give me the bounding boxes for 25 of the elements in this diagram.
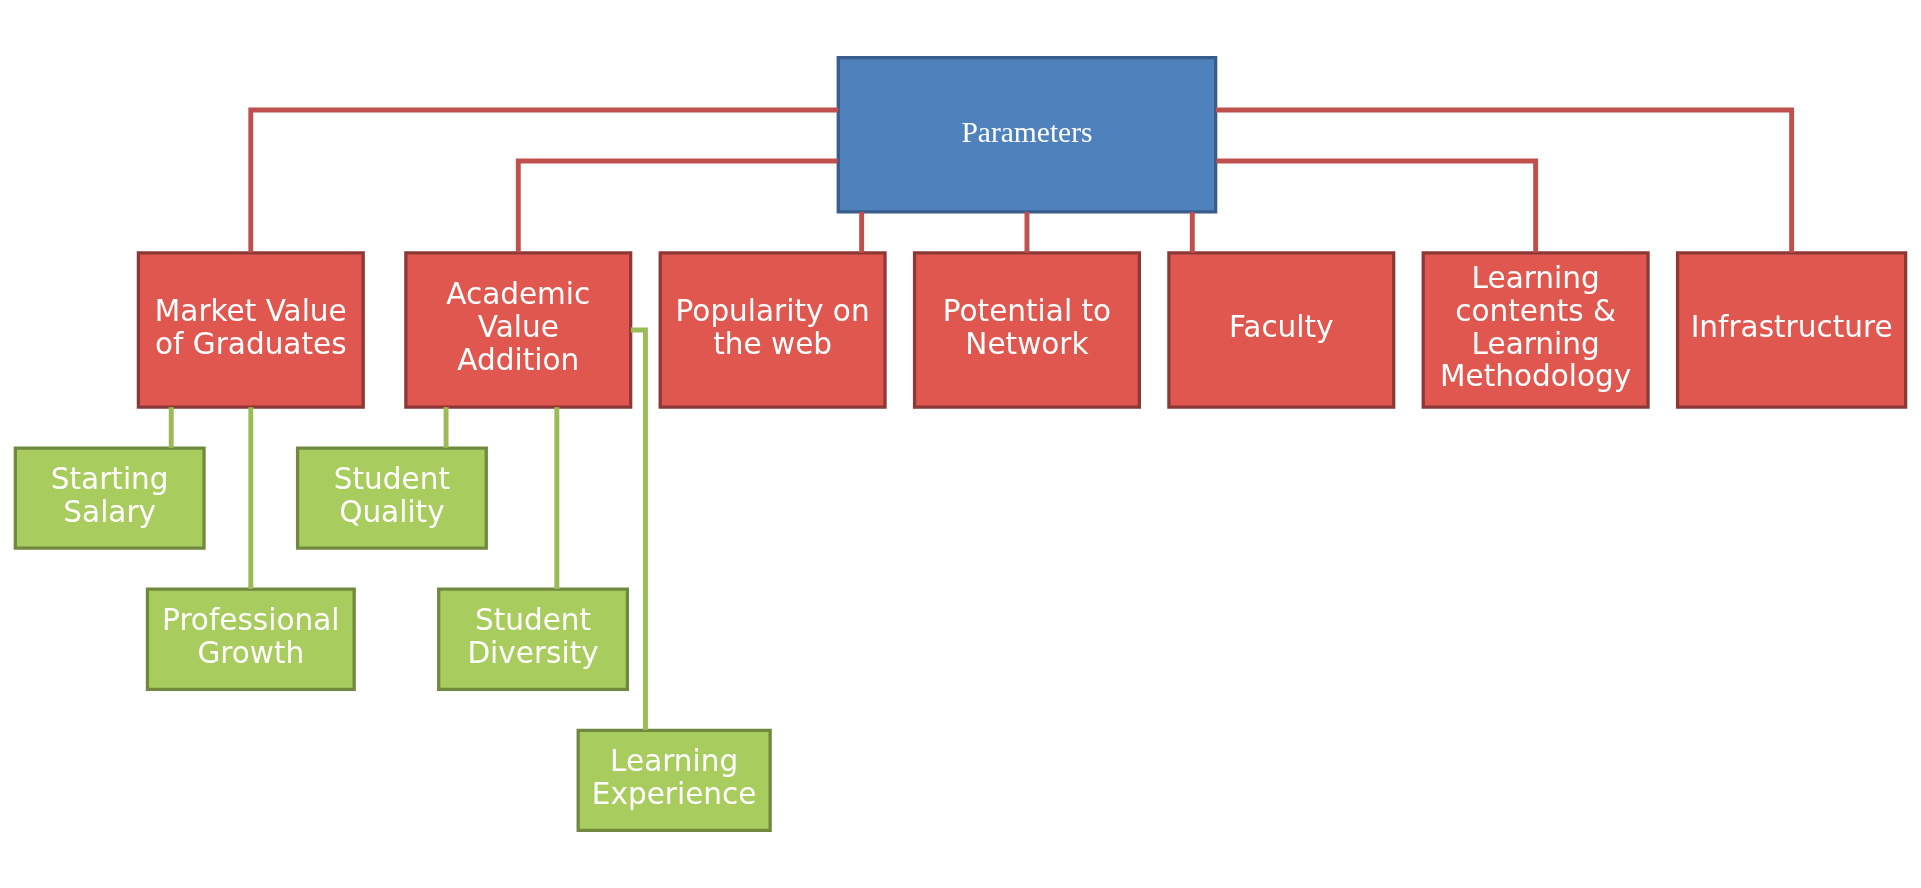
node-box: Faculty — [1167, 251, 1396, 409]
node-box: Student Diversity — [437, 587, 630, 691]
node-box: Student Quality — [295, 446, 488, 550]
node-box: Parameters — [836, 55, 1218, 214]
node-box: Academic Value Addition — [404, 251, 633, 409]
connector — [1215, 107, 1795, 253]
node-box: Learning contents & Learning Methodology — [1421, 251, 1650, 409]
node-box: Potential to Network — [912, 251, 1141, 409]
connector — [859, 211, 865, 253]
connector — [1189, 211, 1195, 253]
connector — [554, 407, 560, 590]
node-box: Learning Experience — [576, 728, 772, 833]
connector — [1216, 158, 1539, 253]
node-box: Infrastructure — [1675, 251, 1908, 409]
connector — [168, 407, 174, 448]
connector — [443, 407, 449, 448]
connector — [630, 327, 648, 731]
connector — [248, 407, 254, 590]
connector — [1024, 211, 1030, 253]
node-box: Starting Salary — [13, 446, 206, 550]
connector — [515, 158, 838, 253]
node-box: Market Value of Graduates — [136, 251, 365, 409]
node-box: Professional Growth — [145, 587, 356, 691]
node-box: Popularity on the web — [658, 251, 887, 409]
connector — [248, 107, 839, 253]
